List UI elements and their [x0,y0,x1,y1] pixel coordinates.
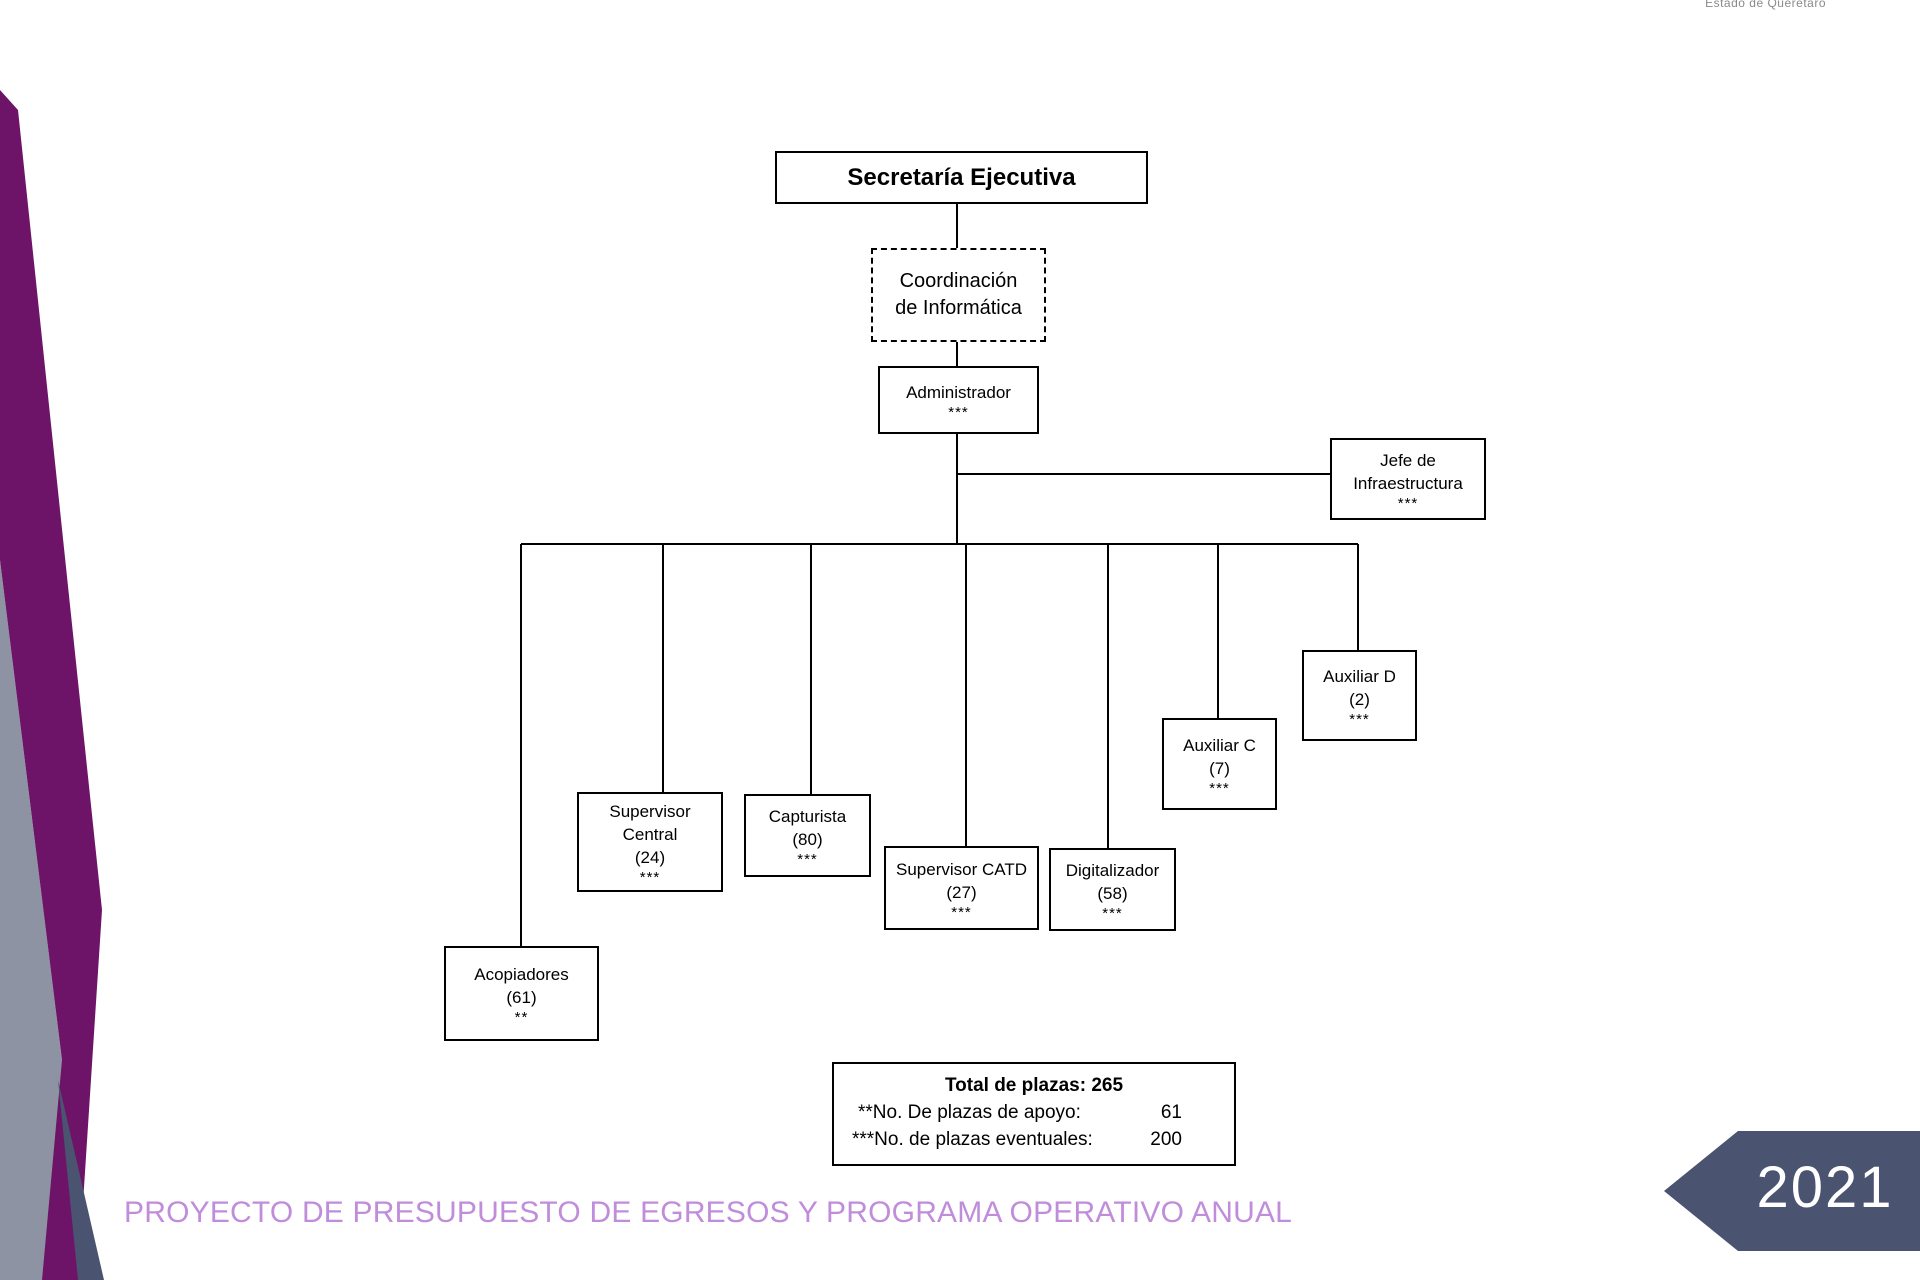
auxiliar-d-label: Auxiliar D [1323,667,1396,686]
footer-title: PROYECTO DE PRESUPUESTO DE EGRESOS Y PRO… [124,1196,1293,1229]
supervisor-central-line1: Supervisor [609,802,691,821]
digitalizador-box: Digitalizador (58) *** [1049,848,1176,931]
secretaria-ejecutiva-box: Secretaría Ejecutiva [775,151,1148,204]
auxiliar-c-stars: *** [1209,779,1230,797]
support-value: 61 [1160,1102,1182,1123]
auxiliar-d-stars: *** [1349,711,1370,728]
capturista-box: Capturista (80) *** [744,794,871,877]
jefe-infraestructura-line2: Infraestructura [1353,473,1463,493]
digitalizador-count: (58) [1097,884,1128,903]
auxiliar-c-box: Auxiliar C (7) *** [1162,718,1277,810]
supervisor-catd-label: Supervisor CATD [896,859,1027,879]
supervisor-catd-count: (27) [946,882,977,902]
acopiadores-label: Acopiadores [474,965,569,984]
capturista-count: (80) [792,830,823,849]
acopiadores-stars: ** [514,1009,529,1026]
year-tag-shape [1664,1131,1920,1251]
auxiliar-d-count: (2) [1349,690,1370,709]
acopiadores-box: Acopiadores (61) ** [444,946,599,1041]
coordinacion-line2: de Informática [895,297,1022,319]
supervisor-catd-stars: *** [951,903,972,921]
jefe-infraestructura-line1: Jefe de [1380,450,1436,470]
digitalizador-label: Digitalizador [1065,861,1160,880]
jefe-infraestructura-box: Jefe de Infraestructura *** [1330,438,1486,520]
auxiliar-c-label: Auxiliar C [1183,735,1256,755]
capturista-label: Capturista [768,807,847,826]
digitalizador-stars: *** [1102,905,1123,922]
administrador-label: Administrador [906,383,1011,402]
coordinacion-line1: Coordinación [899,270,1018,292]
header-note: Estado de Querétaro [1705,0,1826,10]
capturista-stars: *** [797,851,818,868]
supervisor-central-stars: *** [639,869,661,886]
acopiadores-count: (61) [506,988,537,1007]
supervisor-central-count: (24) [634,848,666,867]
supervisor-central-box: Supervisor Central (24) *** [577,792,723,892]
administrador-stars: *** [948,404,969,421]
auxiliar-d-box: Auxiliar D (2) *** [1302,650,1417,741]
support-row: **No. De plazas de apoyo: 61 [834,1099,1234,1126]
eventual-row: ***No. de plazas eventuales: 200 [834,1126,1234,1153]
supervisor-catd-box: Supervisor CATD (27) *** [884,846,1039,930]
administrador-box: Administrador *** [878,366,1039,434]
supervisor-central-line2: Central [622,825,678,844]
eventual-value: 200 [1150,1129,1182,1150]
secretaria-ejecutiva-label: Secretaría Ejecutiva [847,164,1076,191]
support-label: **No. De plazas de apoyo: [858,1102,1081,1123]
coordinacion-informatica-box: Coordinación de Informática [871,248,1046,342]
jefe-infraestructura-stars: *** [1397,494,1419,512]
eventual-label: ***No. de plazas eventuales: [852,1129,1093,1150]
left-decorative-banner [0,90,104,1280]
auxiliar-c-count: (7) [1209,758,1230,778]
year-label: 2021 [1756,1155,1894,1220]
totals-box: Total de plazas: 265 **No. De plazas de … [832,1062,1236,1166]
totals-title: Total de plazas: 265 [944,1075,1124,1096]
